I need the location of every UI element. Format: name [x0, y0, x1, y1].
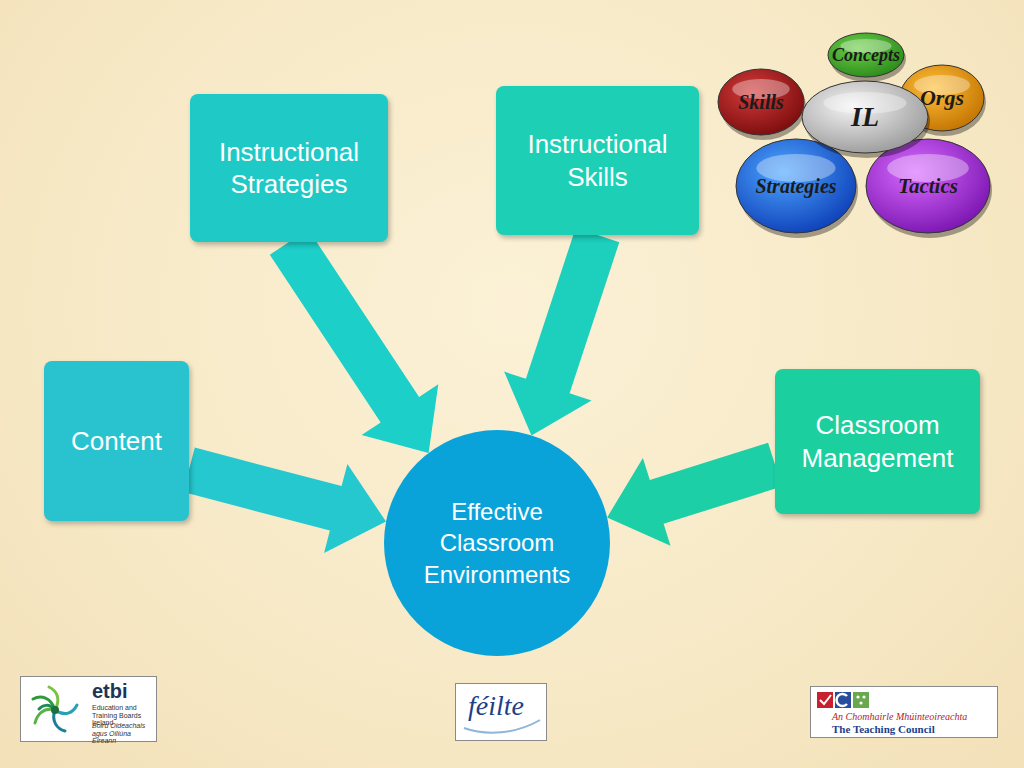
- logo-text: féilte: [468, 690, 524, 722]
- node-text: Concepts: [832, 45, 900, 66]
- block-arrow: [607, 443, 782, 546]
- node-text: Strategies: [755, 175, 836, 198]
- node-text: Skills: [738, 91, 784, 114]
- puzzle-piece: Skills: [716, 66, 806, 138]
- node-text: Instructional Skills: [504, 128, 691, 193]
- block-arrow: [504, 228, 619, 436]
- node-text: Effective Classroom Environments: [404, 496, 590, 590]
- content-box: Content: [44, 361, 189, 521]
- logo-subtext: Boird Oideachais agus Oiliúna Éireann: [92, 722, 152, 745]
- skill-box: Instructional Skills: [496, 86, 699, 235]
- node-text: IL: [851, 101, 879, 133]
- block-arrow: [183, 448, 386, 553]
- node-text: Content: [71, 425, 162, 458]
- puzzle-piece: Concepts: [826, 30, 906, 80]
- strategy-box: Instructional Strategies: [190, 94, 388, 242]
- node-text: Tactics: [898, 174, 958, 199]
- puzzle-centre: IL: [800, 78, 930, 156]
- management-box: Classroom Management: [775, 369, 980, 514]
- node-text: Instructional Strategies: [198, 136, 380, 201]
- logo-text: etbi: [92, 680, 128, 703]
- outcome-circle: Effective Classroom Environments: [384, 430, 610, 656]
- logo-subtext: An Chomhairle Mhúinteoireachta: [832, 711, 967, 722]
- logo-subtext: The Teaching Council: [832, 723, 935, 735]
- block-arrow: [270, 229, 439, 453]
- node-text: Classroom Management: [783, 409, 972, 474]
- node-text: Orgs: [920, 85, 964, 111]
